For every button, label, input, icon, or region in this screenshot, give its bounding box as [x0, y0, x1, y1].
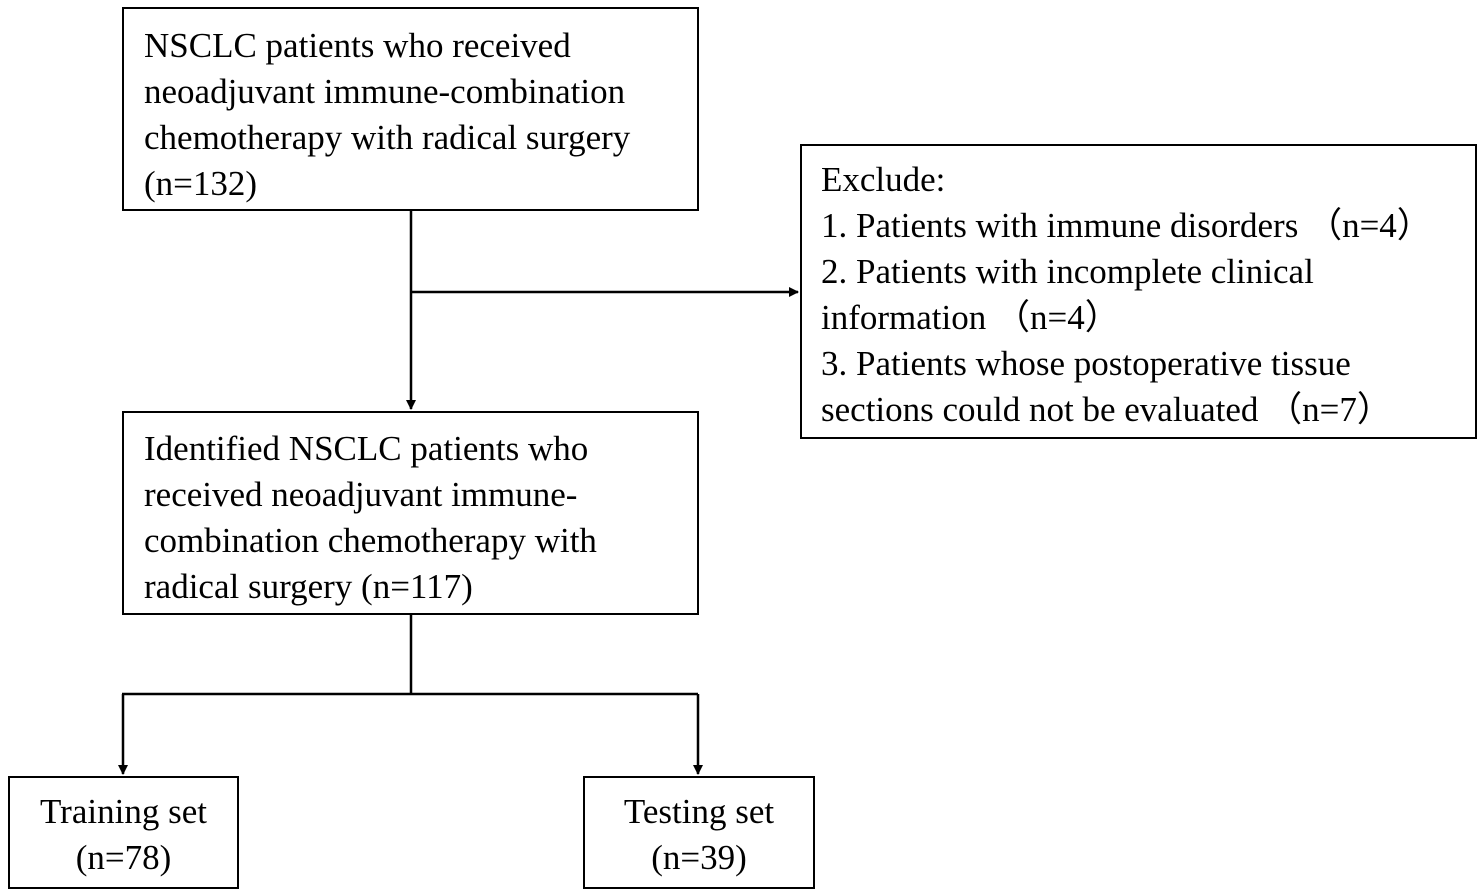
training-set-count: (n=78) — [75, 838, 172, 877]
exclusion-line: sections could not be evaluated （n=7） — [821, 390, 1392, 429]
exclusion-line: 2. Patients with incomplete clinical — [821, 252, 1314, 291]
exclusion-line: information （n=4） — [821, 298, 1120, 337]
box-identified-cohort: Identified NSCLC patients who received n… — [122, 411, 699, 615]
box-identified-cohort-line: received neoadjuvant immune- — [144, 475, 578, 514]
box-initial-cohort-line: chemotherapy with radical surgery — [144, 118, 631, 157]
box-identified-cohort-line: Identified NSCLC patients who — [144, 429, 589, 468]
exclusion-heading: Exclude: — [821, 160, 946, 199]
box-identified-cohort-line: radical surgery (n=117) — [144, 567, 473, 606]
box-exclusion-criteria: Exclude: 1. Patients with immune disorde… — [800, 144, 1477, 439]
box-initial-cohort-line: neoadjuvant immune-combination — [144, 72, 626, 111]
exclusion-line: 1. Patients with immune disorders （n=4） — [821, 206, 1432, 245]
box-training-set: Training set (n=78) — [8, 776, 239, 889]
box-initial-cohort-line: NSCLC patients who received — [144, 26, 571, 65]
exclusion-line: 3. Patients whose postoperative tissue — [821, 344, 1351, 383]
testing-set-count: (n=39) — [651, 838, 747, 877]
box-initial-cohort: NSCLC patients who received neoadjuvant … — [122, 7, 699, 211]
training-set-label: Training set — [40, 792, 207, 831]
testing-set-label: Testing set — [623, 792, 775, 831]
box-testing-set: Testing set (n=39) — [583, 776, 815, 889]
box-identified-cohort-line: combination chemotherapy with — [144, 521, 597, 560]
box-initial-cohort-count: (n=132) — [144, 164, 258, 203]
